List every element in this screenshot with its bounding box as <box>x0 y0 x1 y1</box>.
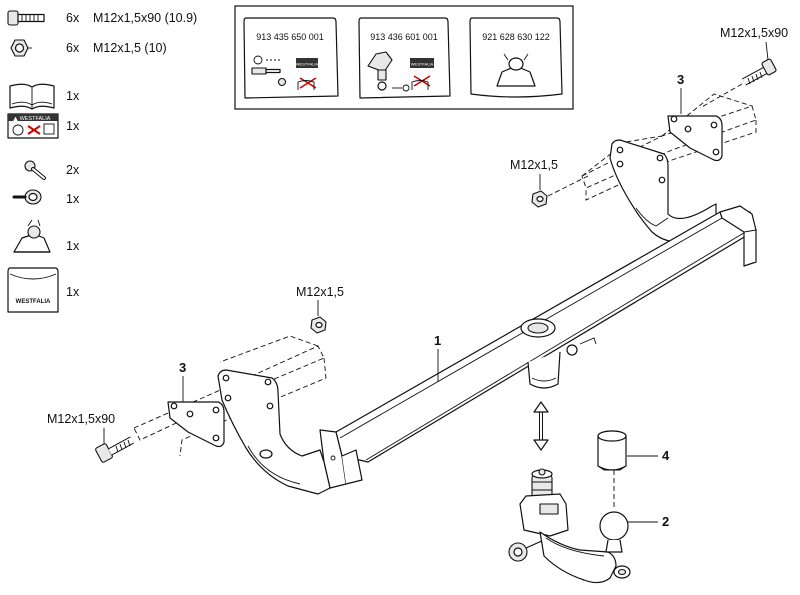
parts-qty: 6x <box>66 41 80 55</box>
callout-nut-left: M12x1,5 <box>296 285 344 299</box>
right-mounting-bracket <box>581 93 757 243</box>
westfalia-bag-icon: WESTFALIA <box>7 267 59 313</box>
parts-qty: 1x <box>66 89 80 103</box>
bag-label: WESTFALIA <box>296 62 319 67</box>
cross-bar <box>319 205 757 489</box>
bolt-left <box>95 436 134 463</box>
callouts: M12x1,5x90 3 M12x1,5 M12x1,5 1 3 M12x1,5… <box>47 26 788 529</box>
callout-number-2: 2 <box>662 514 669 529</box>
warning-label-icon: WESTFALIA <box>7 113 59 139</box>
bag-code: 921 628 630 122 <box>482 32 550 42</box>
bag-2: 913 436 601 001 WESTFALIA <box>358 17 451 99</box>
bolt-icon <box>7 10 45 26</box>
bag-code: 913 436 601 001 <box>370 32 438 42</box>
callout-bolt-top-right: M12x1,5x90 <box>720 26 788 40</box>
parts-qty: 1x <box>66 192 80 206</box>
parts-desc: M12x1,5x90 (10.9) <box>93 11 197 25</box>
callout-number-4: 4 <box>662 448 670 463</box>
parts-list: 6x M12x1,5x90 (10.9) 6x M12x1,5 (10) 1x … <box>7 10 197 313</box>
callout-nut-right: M12x1,5 <box>510 158 558 172</box>
parts-desc: M12x1,5 (10) <box>93 41 167 55</box>
bolt-top-right <box>699 58 777 109</box>
callout-number-3-left: 3 <box>179 360 186 375</box>
ball-cap <box>597 430 627 471</box>
nut-right <box>531 175 589 208</box>
tow-ball-assembly <box>508 468 631 584</box>
callout-number-1: 1 <box>434 333 441 348</box>
parts-qty: 2x <box>66 163 80 177</box>
callout-number-3-right: 3 <box>677 72 684 87</box>
left-mounting-bracket <box>133 335 331 495</box>
bag-1: 913 435 650 001 WESTFALIA <box>243 17 339 99</box>
nut-left <box>310 316 327 334</box>
parts-qty: 1x <box>66 285 80 299</box>
parts-qty: 6x <box>66 11 80 25</box>
bag-label-text: WESTFALIA <box>16 299 51 305</box>
bag-code: 913 435 650 001 <box>256 32 324 42</box>
callout-bolt-left: M12x1,5x90 <box>47 412 115 426</box>
bag-label: WESTFALIA <box>411 62 434 67</box>
double-arrow <box>533 401 549 451</box>
manual-book-icon <box>9 83 55 110</box>
ball-cover-icon <box>13 219 51 253</box>
nut-icon <box>10 39 32 57</box>
small-bolt-icon <box>24 160 46 180</box>
warning-label-text: WESTFALIA <box>20 116 51 122</box>
parts-bags-box: 913 435 650 001 WESTFALIA 913 436 601 00… <box>234 5 574 110</box>
parts-qty: 1x <box>66 239 80 253</box>
parts-qty: 1x <box>66 119 80 133</box>
bag-3: 921 628 630 122 <box>469 17 563 98</box>
key-ring-icon <box>12 189 42 205</box>
